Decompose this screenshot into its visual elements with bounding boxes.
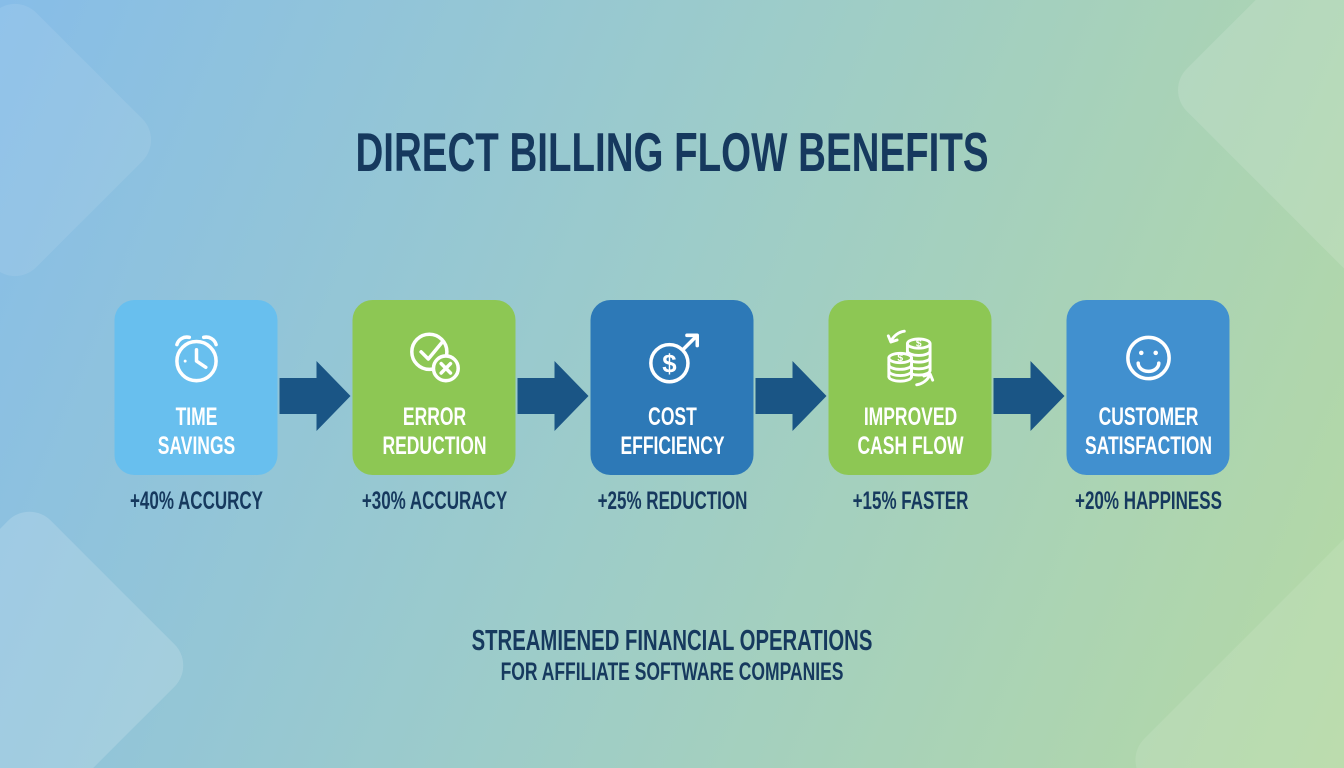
card-customer-satisfaction: CUSTOMER SATISFACTION — [1066, 300, 1230, 475]
benefits-flow: TIME SAVINGS +40% ACCURCY ERRO — [114, 300, 1230, 516]
page-title-text: DIRECT BILLING FLOW BENEFITS — [355, 121, 989, 183]
flow-arrow-3 — [754, 356, 829, 436]
card-label: COST EFFICIENCY — [619, 403, 725, 460]
metric-error-reduction: +30% ACCURACY — [361, 487, 507, 515]
alarm-clock-icon — [163, 318, 229, 398]
footer-line2: FOR AFFILIATE SOFTWARE COMPANIES — [500, 658, 844, 687]
metric-time-savings: +40% ACCURCY — [129, 487, 263, 515]
metric-cost-efficiency: +25% REDUCTION — [597, 487, 747, 515]
footer-caption: STREAMIENED FINANCIAL OPERATIONS FOR AFF… — [0, 625, 1344, 687]
station-improved-cash-flow: $ $ IMPROVED CASH FLOW +15% FASTER — [828, 300, 992, 516]
svg-text:$: $ — [897, 353, 903, 364]
coins-cycle-icon: $ $ — [877, 318, 943, 398]
svg-text:$: $ — [662, 350, 676, 378]
metric-customer-satisfaction: +20% HAPPINESS — [1074, 487, 1222, 515]
page-title: DIRECT BILLING FLOW BENEFITS — [0, 120, 1344, 184]
smiley-face-icon — [1115, 318, 1181, 398]
flow-arrow-4 — [992, 356, 1067, 436]
card-label: CUSTOMER SATISFACTION — [1084, 403, 1212, 460]
card-time-savings: TIME SAVINGS — [114, 300, 278, 475]
card-label: TIME SAVINGS — [157, 403, 235, 460]
metric-improved-cash-flow: +15% FASTER — [852, 487, 968, 515]
station-error-reduction: ERROR REDUCTION +30% ACCURACY — [352, 300, 516, 516]
station-time-savings: TIME SAVINGS +40% ACCURCY — [114, 300, 278, 516]
card-error-reduction: ERROR REDUCTION — [352, 300, 516, 475]
card-improved-cash-flow: $ $ IMPROVED CASH FLOW — [828, 300, 992, 475]
card-cost-efficiency: $ COST EFFICIENCY — [590, 300, 754, 475]
dollar-growth-icon: $ — [639, 318, 705, 398]
card-label: ERROR REDUCTION — [381, 403, 487, 460]
check-error-icon — [401, 318, 467, 398]
card-label: IMPROVED CASH FLOW — [857, 403, 963, 460]
footer-line1: STREAMIENED FINANCIAL OPERATIONS — [471, 625, 873, 657]
flow-arrow-1 — [278, 356, 353, 436]
station-cost-efficiency: $ COST EFFICIENCY +25% REDUCTION — [590, 300, 754, 516]
station-customer-satisfaction: CUSTOMER SATISFACTION +20% HAPPINESS — [1066, 300, 1230, 516]
svg-text:$: $ — [915, 339, 921, 350]
flow-arrow-2 — [516, 356, 591, 436]
